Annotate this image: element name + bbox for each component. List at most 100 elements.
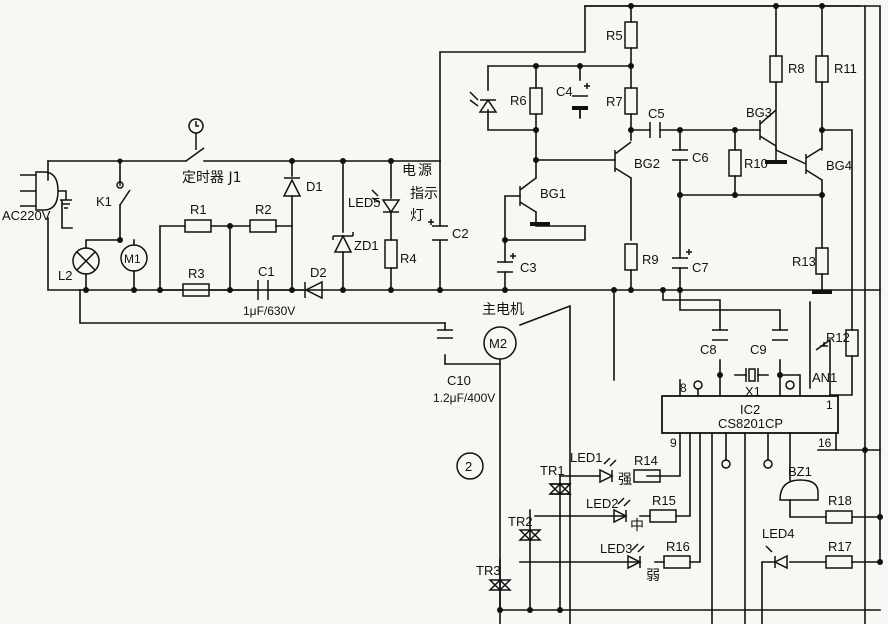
capacitor-c8-icon: [712, 329, 728, 341]
label-c1: C1: [258, 264, 275, 279]
label-c9: C9: [750, 342, 767, 357]
label-main-motor: 主电机: [482, 302, 524, 318]
crystal-x1-icon: [745, 368, 759, 382]
label-timer-j1: 定时器 J1: [182, 170, 242, 186]
label-m1: M1: [124, 252, 141, 266]
label-c8: C8: [700, 342, 717, 357]
label-tr2: TR2: [508, 514, 533, 529]
led1-icon: [599, 457, 617, 484]
resistor-r14-icon: [633, 469, 661, 483]
label-tr1: TR1: [540, 463, 565, 478]
capacitor-c3-icon: [497, 253, 516, 273]
led4-icon: [765, 545, 788, 570]
triac-tr3-icon: [488, 578, 512, 592]
label-c1-value: 1μF/630V: [243, 304, 295, 318]
label-pin1: 1: [826, 398, 833, 412]
label-circle-number: 2: [465, 459, 472, 474]
resistor-r3-icon: [182, 283, 210, 297]
label-r14: R14: [634, 453, 658, 468]
label-led2: LED2: [586, 496, 619, 511]
label-pin9: 9: [670, 436, 677, 450]
label-r5: R5: [606, 28, 623, 43]
label-r3: R3: [188, 266, 205, 281]
label-bz1: BZ1: [788, 464, 812, 479]
capacitor-c4-icon: [572, 83, 590, 118]
label-r16: R16: [666, 539, 690, 554]
label-r6: R6: [510, 93, 527, 108]
resistor-r16-icon: [663, 555, 691, 569]
label-power-indicator-1: 电: [402, 163, 416, 179]
label-bg4: BG4: [826, 158, 852, 173]
led2-icon: [613, 497, 631, 524]
label-power-indicator-2: 源: [418, 163, 432, 179]
triac-tr1-icon: [548, 482, 572, 496]
label-r1: R1: [190, 202, 207, 217]
resistor-r11-icon: [815, 55, 829, 83]
resistor-r5-icon: [624, 21, 638, 49]
label-r8: R8: [788, 61, 805, 76]
switch-k1-icon: [116, 158, 131, 206]
label-power-indicator-3: 指: [410, 186, 424, 202]
label-r11: R11: [834, 61, 857, 76]
label-c10-value: 1.2μF/400V: [433, 391, 495, 405]
label-bg3: BG3: [746, 105, 772, 120]
led5-icon: [371, 189, 401, 214]
resistor-r12-icon: [845, 329, 859, 357]
circle-marker-icon: [456, 452, 484, 480]
zener-zd1-icon: [332, 232, 354, 253]
resistor-r10-icon: [728, 149, 742, 177]
buzzer-bz1-icon: [779, 479, 819, 501]
label-ac220v: AC220V: [2, 208, 51, 223]
motor-m2-icon: [483, 326, 517, 360]
capacitor-c7-icon: [672, 249, 692, 269]
label-c5: C5: [648, 106, 665, 121]
label-power-indicator-5: 灯: [410, 208, 424, 224]
capacitor-c10-icon: [437, 329, 453, 339]
label-bg2: BG2: [634, 156, 660, 171]
resistor-r18-icon: [825, 510, 853, 524]
resistor-r15-icon: [649, 509, 677, 523]
resistor-r7-icon: [624, 87, 638, 115]
label-medium: 中: [630, 518, 644, 534]
label-tr3: TR3: [476, 563, 501, 578]
label-d1: D1: [306, 179, 323, 194]
resistor-r9-icon: [624, 243, 638, 271]
transistor-bg2-icon: [614, 141, 632, 179]
label-pin16: 16: [818, 436, 832, 450]
label-c6: C6: [692, 150, 709, 165]
label-d2: D2: [310, 265, 327, 280]
label-r4: R4: [400, 251, 417, 266]
resistor-r17-icon: [825, 555, 853, 569]
label-r2: R2: [255, 202, 272, 217]
label-strong: 强: [618, 472, 632, 488]
label-c4: C4: [556, 84, 573, 99]
label-pin8: 8: [680, 381, 687, 395]
label-weak: 弱: [646, 568, 660, 584]
resistor-r4-icon: [384, 239, 398, 269]
label-c7: C7: [692, 260, 709, 275]
diode-d2-icon: [304, 280, 323, 300]
transistor-bg3-icon: [759, 109, 787, 164]
ac-plug-icon: [20, 171, 72, 211]
label-ic2: IC2: [740, 402, 760, 417]
timer-switch-j1-icon: [185, 118, 205, 162]
label-c10: C10: [447, 373, 471, 388]
label-zd1: ZD1: [354, 238, 379, 253]
diode-d1-icon: [282, 177, 302, 197]
junction-dots: [83, 3, 883, 613]
label-power-indicator-4: 示: [424, 186, 438, 202]
transistor-bg1-icon: [519, 177, 550, 226]
capacitor-c1-icon: [257, 280, 269, 300]
resistor-r1-icon: [184, 219, 212, 233]
pushbutton-an1-icon: [815, 339, 831, 351]
label-r13: R13: [792, 254, 816, 269]
transistor-bg4-icon: [775, 105, 823, 181]
label-led3: LED3: [600, 541, 633, 556]
triac-tr2-icon: [518, 528, 542, 542]
label-l2: L2: [58, 268, 72, 283]
ic2-chip-icon: [661, 380, 839, 469]
capacitor-c2-icon: [428, 219, 448, 241]
resistor-r13-icon: [815, 247, 829, 275]
